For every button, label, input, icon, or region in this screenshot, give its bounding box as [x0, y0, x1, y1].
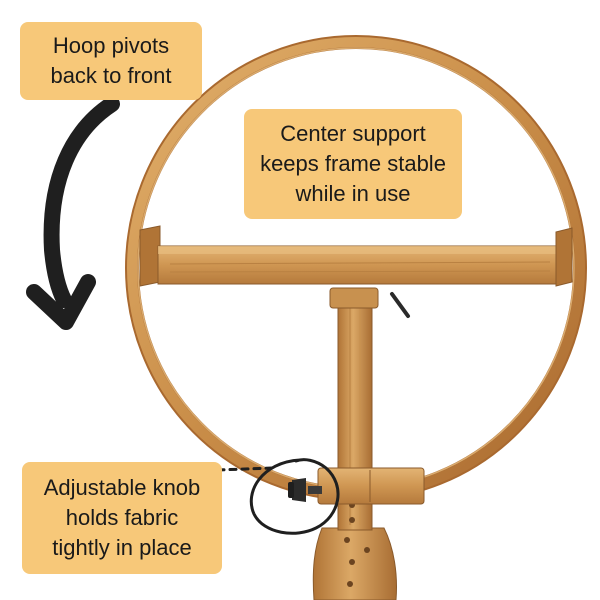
- callout-text-line: back to front: [50, 63, 172, 88]
- callout-text-line: Center support: [280, 121, 426, 146]
- callout-adjustable-knob: Adjustable knob holds fabric tightly in …: [22, 462, 222, 574]
- swivel-joint: [329, 287, 410, 318]
- circle-highlight-icon: [216, 458, 340, 535]
- curved-arrow-down-icon: [26, 96, 120, 330]
- callout-text-line: while in use: [295, 181, 411, 206]
- adjustable-knob: [288, 478, 322, 502]
- callout-text-line: Hoop pivots: [52, 33, 170, 58]
- callout-hoop-pivots: Hoop pivots back to front: [20, 22, 202, 100]
- center-support-bar: [139, 225, 573, 287]
- callout-text-line: Adjustable knob: [43, 475, 201, 500]
- stand-base: [312, 527, 397, 600]
- hoop-clamp: [317, 467, 425, 505]
- callout-text-line: tightly in place: [52, 535, 192, 560]
- callout-text-line: keeps frame stable: [260, 151, 446, 176]
- callout-center-support: Center support keeps frame stable while …: [244, 109, 462, 219]
- callout-text-line: holds fabric: [65, 505, 179, 530]
